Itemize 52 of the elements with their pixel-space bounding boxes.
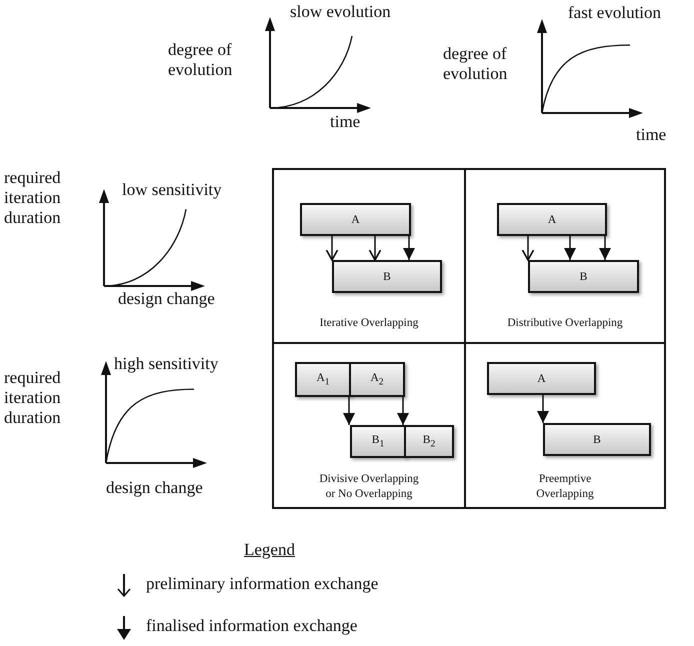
task-box — [528, 260, 639, 293]
task-box — [349, 362, 405, 397]
arrow — [403, 236, 415, 260]
chart-label: required iteration duration — [4, 168, 62, 228]
box-label: A — [351, 214, 360, 226]
chart-label: degree of evolution — [168, 40, 234, 80]
task-box — [543, 423, 651, 456]
box-label: A$_{1}$ — [316, 372, 330, 388]
box-label: A$_{2}$ — [370, 372, 384, 388]
matrix-cell — [464, 342, 666, 509]
chart-label: design change — [118, 289, 216, 309]
matrix-cell — [272, 168, 466, 344]
chart-label: time — [330, 112, 362, 132]
chart-label: slow evolution — [290, 2, 392, 22]
box-label: B — [383, 270, 391, 282]
box-label: B — [593, 434, 601, 446]
chart-label: degree of evolution — [443, 44, 508, 84]
cell-caption: Distributive Overlapping — [506, 316, 624, 331]
arrow — [326, 236, 338, 261]
box-label: B$_{2}$ — [422, 434, 436, 450]
legend-label: preliminary information exchange — [146, 574, 380, 594]
task-box — [497, 203, 607, 236]
task-box — [300, 203, 411, 236]
cell-caption: Divisive Overlapping or No Overlapping — [318, 472, 420, 502]
arrow — [522, 236, 534, 261]
arrow — [537, 395, 549, 423]
chart-label: fast evolution — [568, 3, 662, 23]
cell-caption: Iterative Overlapping — [318, 316, 420, 331]
task-box — [350, 425, 406, 458]
matrix-cell — [464, 168, 666, 344]
task-box — [404, 425, 454, 458]
task-box — [487, 362, 596, 395]
arrow — [564, 236, 576, 260]
task-box — [295, 362, 351, 397]
legend-label: finalised information exchange — [146, 616, 358, 636]
cell-caption: Preemptive Overlapping — [535, 472, 595, 502]
box-label: A — [548, 214, 556, 226]
matrix-cell — [272, 342, 466, 509]
box-label: B — [580, 270, 588, 282]
chart-label: high sensitivity — [114, 354, 220, 374]
arrow — [343, 397, 355, 425]
legend-heading: Legend — [244, 540, 296, 560]
chart-label: low sensitivity — [122, 180, 223, 200]
chart-label: time — [636, 125, 668, 145]
chart-label: design change — [106, 478, 204, 498]
arrow — [397, 397, 409, 425]
box-label: A — [537, 372, 546, 384]
chart-label: required iteration duration — [4, 368, 62, 428]
box-label: B$_{1}$ — [372, 434, 384, 450]
arrow — [599, 236, 611, 260]
arrow — [368, 236, 382, 261]
task-box — [332, 260, 442, 293]
